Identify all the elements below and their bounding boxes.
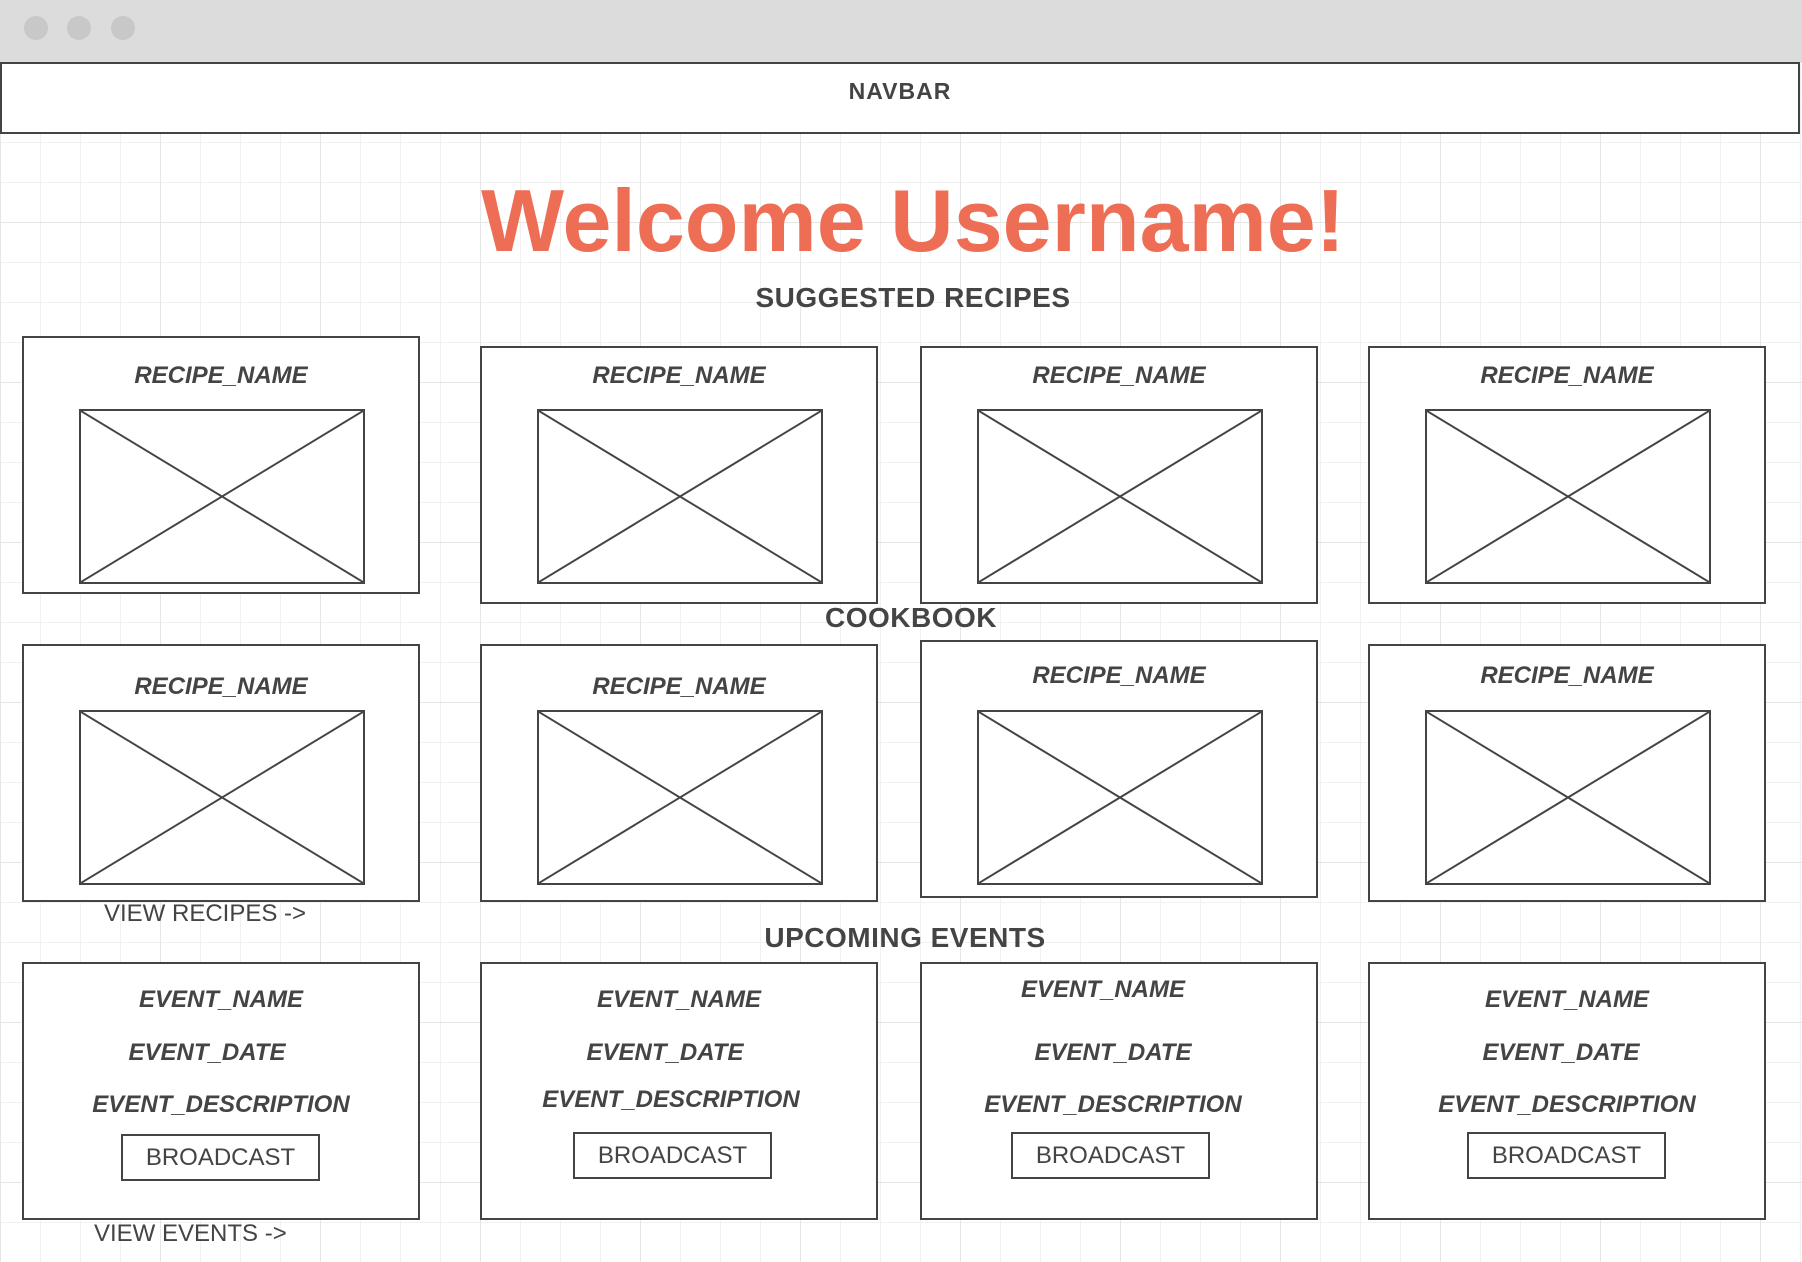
- upcoming-events-title: UPCOMING EVENTS: [764, 922, 1046, 953]
- image-placeholder-icon: [79, 409, 365, 584]
- suggested-recipe-card[interactable]: RECIPE_NAME: [920, 346, 1318, 604]
- window-chrome: [0, 0, 1802, 62]
- suggested-recipe-card[interactable]: RECIPE_NAME: [480, 346, 878, 604]
- recipe-name: RECIPE_NAME: [1032, 662, 1206, 689]
- suggested-recipes-title: SUGGESTED RECIPES: [755, 282, 1071, 313]
- navbar-label: NAVBAR: [848, 78, 952, 104]
- welcome-title: Welcome Username!: [480, 171, 1346, 270]
- recipe-name: RECIPE_NAME: [1480, 362, 1654, 389]
- event-card[interactable]: EVENT_NAME EVENT_DATE EVENT_DESCRIPTION …: [22, 962, 420, 1220]
- cookbook-recipe-card[interactable]: RECIPE_NAME: [480, 644, 878, 902]
- event-card[interactable]: EVENT_NAME EVENT_DATE EVENT_DESCRIPTION …: [920, 962, 1318, 1220]
- image-placeholder-icon: [977, 409, 1263, 584]
- suggested-recipe-card[interactable]: RECIPE_NAME: [1368, 346, 1766, 604]
- image-placeholder-icon: [1425, 409, 1711, 584]
- recipe-name: RECIPE_NAME: [134, 673, 308, 700]
- broadcast-button[interactable]: BROADCAST: [1467, 1132, 1666, 1179]
- event-name: EVENT_NAME: [138, 986, 304, 1013]
- event-description: EVENT_DESCRIPTION: [984, 1091, 1242, 1118]
- event-card[interactable]: EVENT_NAME EVENT_DATE EVENT_DESCRIPTION …: [480, 962, 878, 1220]
- recipe-name: RECIPE_NAME: [134, 362, 308, 389]
- event-description: EVENT_DESCRIPTION: [92, 1091, 350, 1118]
- event-date: EVENT_DATE: [1034, 1039, 1192, 1066]
- event-name: EVENT_NAME: [1484, 986, 1650, 1013]
- image-placeholder-icon: [537, 409, 823, 584]
- event-name: EVENT_NAME: [1020, 976, 1186, 1003]
- cookbook-title: COOKBOOK: [825, 602, 997, 633]
- broadcast-button[interactable]: BROADCAST: [573, 1132, 772, 1179]
- image-placeholder-icon: [537, 710, 823, 885]
- recipe-name: RECIPE_NAME: [592, 673, 766, 700]
- view-events-link[interactable]: VIEW EVENTS ->: [94, 1220, 287, 1247]
- event-date: EVENT_DATE: [1482, 1039, 1640, 1066]
- recipe-name: RECIPE_NAME: [1480, 662, 1654, 689]
- event-date: EVENT_DATE: [586, 1039, 744, 1066]
- image-placeholder-icon: [977, 710, 1263, 885]
- event-description: EVENT_DESCRIPTION: [542, 1086, 800, 1113]
- recipe-name: RECIPE_NAME: [592, 362, 766, 389]
- navbar[interactable]: NAVBAR: [0, 62, 1800, 134]
- window-close-icon[interactable]: [24, 16, 48, 40]
- event-description: EVENT_DESCRIPTION: [1438, 1091, 1696, 1118]
- suggested-recipe-card[interactable]: RECIPE_NAME: [22, 336, 420, 594]
- event-card[interactable]: EVENT_NAME EVENT_DATE EVENT_DESCRIPTION …: [1368, 962, 1766, 1220]
- window-minimize-icon[interactable]: [67, 16, 91, 40]
- image-placeholder-icon: [1425, 710, 1711, 885]
- broadcast-button[interactable]: BROADCAST: [1011, 1132, 1210, 1179]
- cookbook-recipe-card[interactable]: RECIPE_NAME: [920, 640, 1318, 898]
- event-name: EVENT_NAME: [596, 986, 762, 1013]
- view-recipes-link[interactable]: VIEW RECIPES ->: [104, 900, 307, 927]
- recipe-name: RECIPE_NAME: [1032, 362, 1206, 389]
- window-maximize-icon[interactable]: [111, 16, 135, 40]
- cookbook-recipe-card[interactable]: RECIPE_NAME: [1368, 644, 1766, 902]
- broadcast-button[interactable]: BROADCAST: [121, 1134, 320, 1181]
- cookbook-recipe-card[interactable]: RECIPE_NAME: [22, 644, 420, 902]
- event-date: EVENT_DATE: [128, 1039, 286, 1066]
- image-placeholder-icon: [79, 710, 365, 885]
